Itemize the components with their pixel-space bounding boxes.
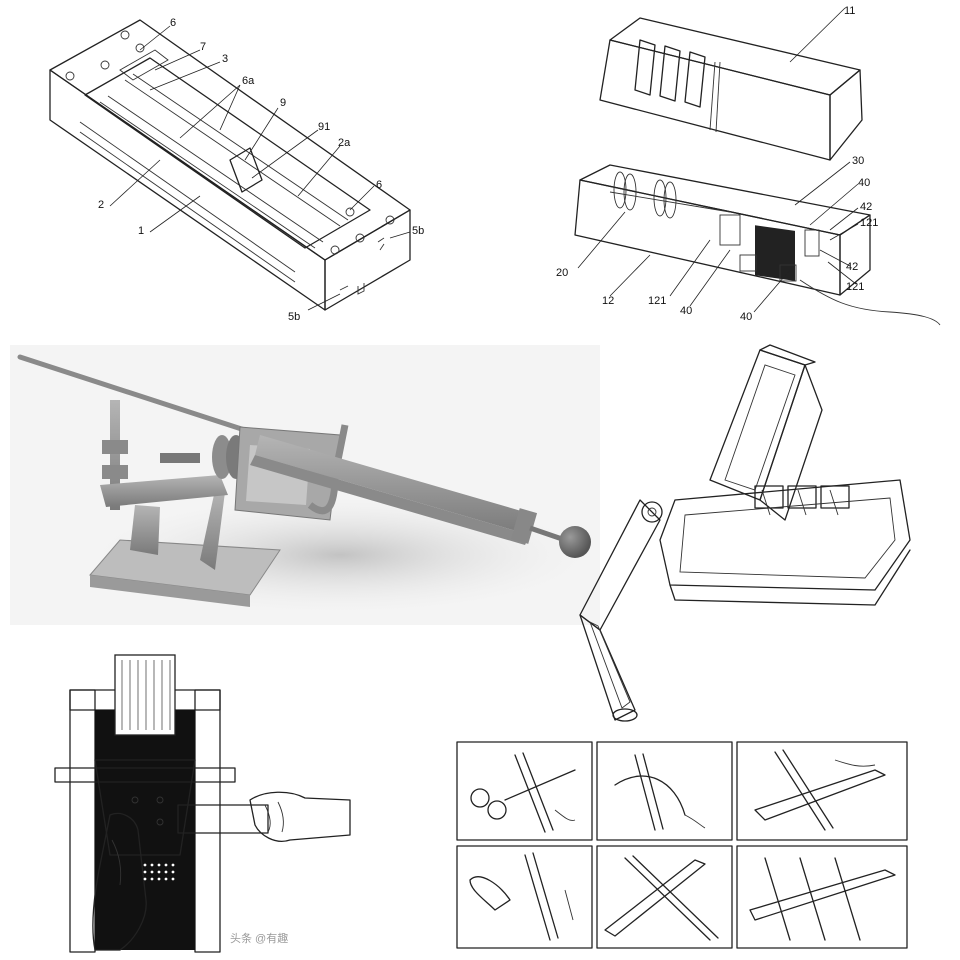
panel-sharpener-render [10,345,600,625]
step-3-cell [736,741,908,841]
panel-exploded-sharpener: 11 30 40 42 121 42 121 20 12 121 40 40 [540,0,960,330]
label-part-91: 91 [318,121,330,133]
watermark: 头条 @有趣 [230,933,289,945]
label-part-11: 11 [844,5,855,17]
label-part-2: 2 [98,199,104,211]
label-part-40-top: 40 [858,177,870,189]
step-1-cell [456,741,593,841]
step-6-cell [736,845,908,949]
label-part-6-right: 6 [376,179,382,191]
label-part-30: 30 [852,155,864,167]
label-part-3: 3 [222,53,228,65]
label-part-2a: 2a [338,137,351,149]
panel-usage-steps [455,740,910,950]
label-part-5b-bottom: 5b [288,311,300,323]
label-part-1: 1 [138,225,144,237]
label-part-121-top: 121 [860,217,878,229]
usage-grid [456,741,908,949]
panel-handheld-sharpener [560,340,960,730]
label-part-42-top: 42 [860,201,872,213]
step-2-cell [596,741,733,841]
label-part-5b-right: 5b [412,225,424,237]
label-part-121-right: 121 [846,281,864,293]
handheld-drawing [579,344,911,722]
label-part-42-bottom: 42 [846,261,858,273]
label-part-40-mid: 40 [680,305,692,317]
label-part-40-bottom: 40 [740,311,752,323]
label-part-121-bottom: 121 [648,295,666,307]
label-part-20: 20 [556,267,568,279]
step-4-cell [456,845,593,949]
hand-sharpening-drawing [54,654,351,953]
knob-ball [559,526,591,558]
step-5-cell [596,845,733,949]
exploded-drawing: 11 30 40 42 121 42 121 20 12 121 40 40 [556,5,941,326]
motor-block [755,225,795,281]
label-part-12: 12 [602,295,614,307]
label-part-6-top: 6 [170,17,176,29]
frame-drawing: 6 7 3 6a 9 91 2a 2 1 6 5b 5b [49,17,424,323]
label-part-7: 7 [200,41,206,53]
label-part-9: 9 [280,97,286,109]
panel-frame-patent-drawing: 6 7 3 6a 9 91 2a 2 1 6 5b 5b [40,10,460,330]
panel-hand-sharpening: 头条 @有趣 [50,650,370,955]
render-illustration [10,345,600,625]
label-part-6a: 6a [242,75,255,87]
